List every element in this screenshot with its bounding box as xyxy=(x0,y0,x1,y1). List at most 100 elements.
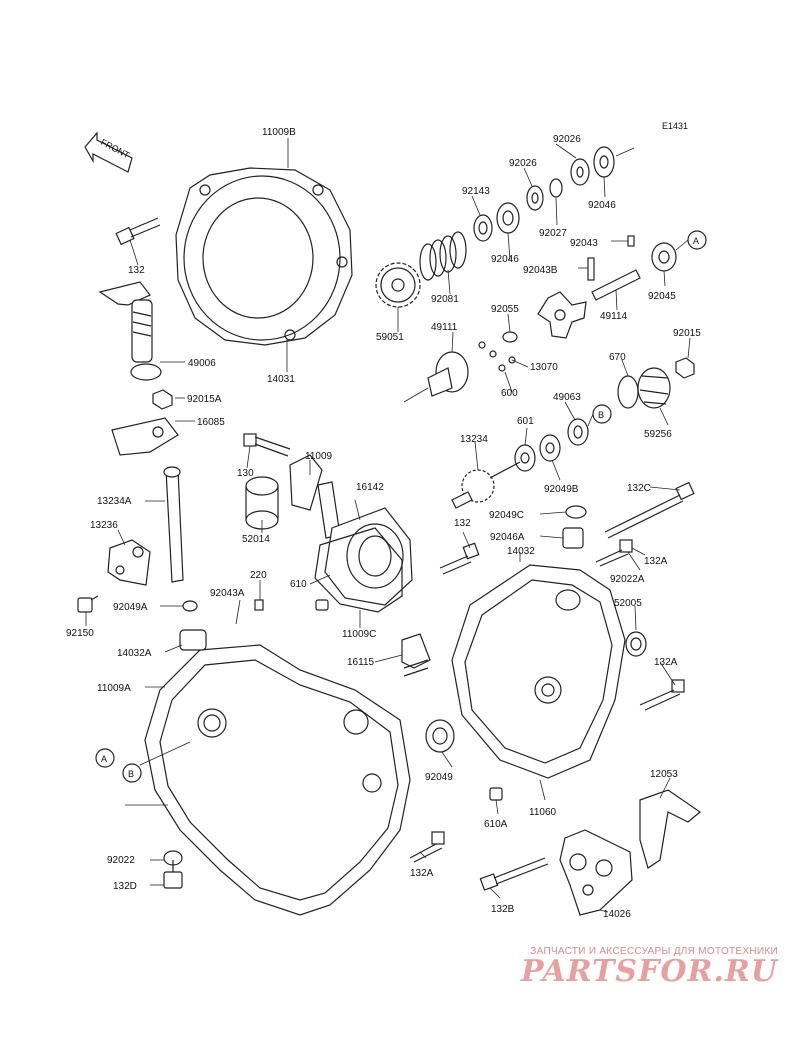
part-label: 92026 xyxy=(553,134,581,145)
part-label: 92081 xyxy=(431,294,459,305)
bearing-92045 xyxy=(651,242,677,272)
bolt-132c-long xyxy=(604,481,695,539)
bolt-132a-right xyxy=(639,679,685,711)
washer-92026-b xyxy=(570,158,590,186)
part-label: 11009B xyxy=(262,127,296,138)
part-label: 601 xyxy=(517,416,534,427)
part-label: 132A xyxy=(644,556,668,567)
part-label: 14032A xyxy=(117,648,152,659)
dowel-610a xyxy=(489,787,503,801)
ball-600 xyxy=(478,341,516,372)
marker-a-bottom: A xyxy=(95,748,115,768)
diagram-ref-code: E1431 xyxy=(662,121,688,131)
part-label: 11060 xyxy=(529,807,557,818)
kick-shaft xyxy=(163,466,184,583)
impeller-59256 xyxy=(637,367,671,409)
svg-text:B: B xyxy=(598,410,604,420)
part-label: 92043A xyxy=(210,588,245,599)
part-label: 49006 xyxy=(188,358,216,369)
gear-shaft-13234 xyxy=(451,461,521,509)
bracket-14026 xyxy=(559,829,633,916)
part-label: 14031 xyxy=(267,374,295,385)
part-label: 220 xyxy=(250,570,267,581)
svg-text:B: B xyxy=(128,769,134,779)
governor-49111 xyxy=(403,351,469,403)
marker-a-top: A xyxy=(675,230,707,251)
part-label: 92026 xyxy=(509,158,537,169)
seal-670 xyxy=(617,375,639,409)
watermark-tagline: ЗАПЧАСТИ И АКСЕССУАРЫ ДЛЯ МОТОТЕХНИКИ xyxy=(530,946,778,957)
part-label: 11009 xyxy=(305,451,333,462)
impeller-13070 xyxy=(537,291,587,339)
bolt-132d xyxy=(163,860,183,889)
part-label: 92143 xyxy=(462,186,490,197)
part-label: 92049 xyxy=(425,772,453,783)
part-label: 16115 xyxy=(347,657,375,668)
leader-lines xyxy=(85,138,691,913)
part-label: 92055 xyxy=(491,304,519,315)
watermark-logo: PARTSFOR.RU xyxy=(521,954,778,989)
nut-92015 xyxy=(675,357,695,379)
part-label: 92049C xyxy=(489,510,524,521)
right-side-cover xyxy=(451,564,626,779)
part-label: 132 xyxy=(128,265,145,276)
part-label: 132 xyxy=(454,518,471,529)
washer-92143 xyxy=(473,214,493,242)
part-label: 92049B xyxy=(544,484,579,495)
pin-92043 xyxy=(627,235,635,247)
oil-filler-cap xyxy=(401,633,431,677)
part-label: 92043 xyxy=(570,238,598,249)
part-label: 610A xyxy=(484,819,508,830)
part-label: 12053 xyxy=(650,769,678,780)
gear-59051 xyxy=(375,262,421,308)
bolt-130 xyxy=(243,433,291,457)
part-label: 600 xyxy=(501,388,518,399)
part-label: 13070 xyxy=(530,362,558,373)
washer-92049a xyxy=(182,600,198,612)
pin-92043b xyxy=(587,257,595,281)
shaft-49114 xyxy=(591,269,641,301)
clutch-cover xyxy=(175,167,353,346)
part-label: 132A xyxy=(654,657,678,668)
bolt-132b xyxy=(479,857,549,891)
hose-fitting-52014 xyxy=(245,476,279,530)
part-label: 132D xyxy=(113,881,137,892)
plug-92150 xyxy=(77,595,99,613)
oil-seal-92049 xyxy=(425,719,455,753)
water-pump-body xyxy=(289,454,413,606)
part-label: 13234A xyxy=(97,496,132,507)
bracket-12053 xyxy=(639,789,701,869)
part-label: 52005 xyxy=(614,598,642,609)
part-label: 49114 xyxy=(600,311,628,322)
bolt-132a-lower xyxy=(409,831,445,863)
part-label: 92046 xyxy=(491,254,519,265)
part-label: 132B xyxy=(491,904,515,915)
part-label: 130 xyxy=(237,468,254,479)
kick-ratchet xyxy=(111,417,179,456)
part-label: 92015A xyxy=(187,394,222,405)
part-label: 670 xyxy=(609,352,626,363)
part-label: 16085 xyxy=(197,417,225,428)
nut-92015a xyxy=(152,389,173,410)
part-label: 132C xyxy=(627,483,651,494)
shift-lever-13236 xyxy=(107,539,151,586)
bearing-92046-b xyxy=(593,146,615,178)
seal-92049b xyxy=(539,434,561,462)
gasket-11009c xyxy=(314,527,403,613)
part-label: 92022A xyxy=(610,574,645,585)
part-label: 610 xyxy=(290,579,307,590)
marker-b-top: B xyxy=(587,404,612,427)
o-ring-92055 xyxy=(502,331,518,343)
part-label: 59051 xyxy=(376,332,404,343)
bolt-132-middle xyxy=(439,542,480,575)
part-label: 132A xyxy=(410,868,434,879)
part-label: 13236 xyxy=(90,520,118,531)
part-label: 92043B xyxy=(523,265,558,276)
collar-49063 xyxy=(567,418,589,446)
part-label: 92027 xyxy=(539,228,567,239)
part-label: 16142 xyxy=(356,482,384,493)
part-label: 11009A xyxy=(97,683,131,694)
part-label: 92049A xyxy=(113,602,148,613)
spring-92081 xyxy=(419,231,467,281)
